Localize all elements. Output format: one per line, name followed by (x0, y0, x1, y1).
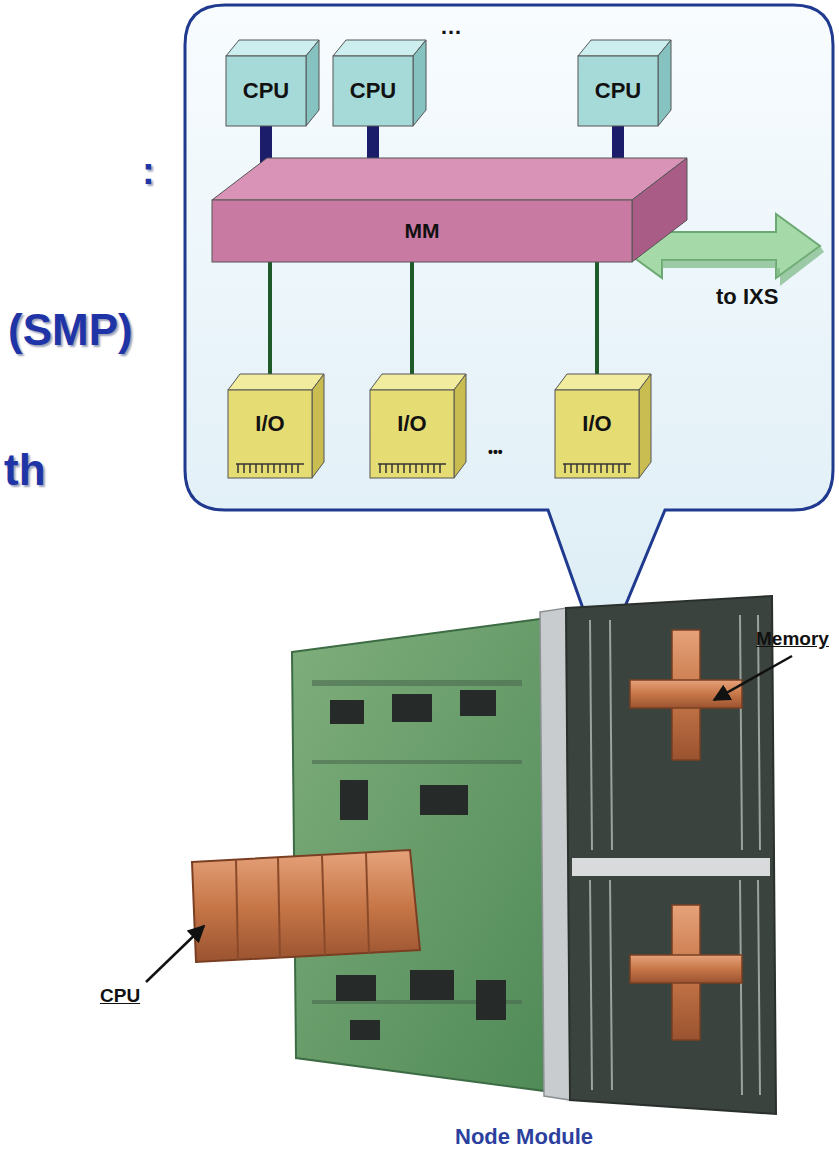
part-label: Memory (756, 628, 829, 650)
io-link (595, 262, 599, 390)
heading-fragment: th (4, 445, 46, 496)
io-link (268, 262, 272, 390)
box-label: I/O (397, 412, 426, 436)
leader-line (146, 926, 204, 982)
callout-bubble (185, 5, 833, 662)
box-label: I/O (255, 412, 284, 436)
cpu-box: CPU (333, 56, 413, 126)
io-box: I/O (370, 390, 454, 478)
box-label: MM (405, 219, 440, 242)
caption: Node Module (455, 1124, 593, 1149)
memory-box: MM (212, 200, 632, 262)
cpu-box: CPU (226, 56, 306, 126)
heading-fragment: : (142, 150, 155, 194)
part-label: CPU (100, 985, 140, 1007)
ellipsis: ••• (488, 444, 503, 460)
box-label: CPU (243, 79, 289, 103)
leader-line (714, 656, 792, 700)
io-link (410, 262, 414, 390)
box-label: I/O (582, 412, 611, 436)
node-module-photo (192, 596, 776, 1114)
link-label: to IXS (716, 284, 778, 309)
ellipsis: … (440, 14, 462, 39)
io-box: I/O (555, 390, 639, 478)
ixs-arrow-shade (662, 246, 824, 286)
box-label: CPU (350, 79, 396, 103)
heading-fragment: (SMP) (8, 305, 133, 356)
cpu-box: CPU (578, 56, 658, 126)
box-label: CPU (595, 79, 641, 103)
io-box: I/O (228, 390, 312, 478)
